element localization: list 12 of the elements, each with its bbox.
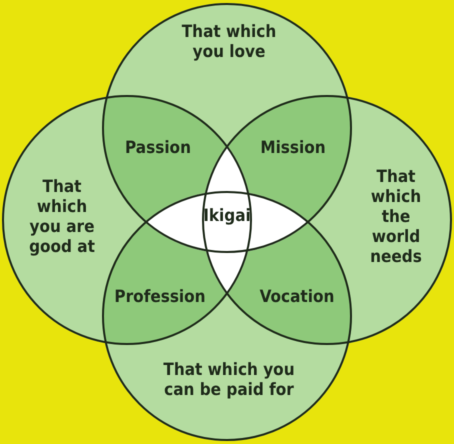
overlap-label: Ikigai: [203, 206, 251, 226]
overlap-label: Profession: [114, 287, 206, 307]
circle: [102, 191, 352, 441]
overlap-label: Passion: [125, 138, 191, 158]
circle: [102, 3, 352, 253]
circle: [2, 95, 252, 345]
overlap-label: Mission: [260, 138, 326, 158]
circle-label: That which the world needs: [369, 167, 423, 267]
circle-label: That which you can be paid for: [162, 360, 296, 400]
circle-label: That which you are good at: [28, 177, 96, 257]
overlap-label: Vocation: [260, 287, 334, 307]
circle-label: That which you love: [180, 22, 278, 62]
